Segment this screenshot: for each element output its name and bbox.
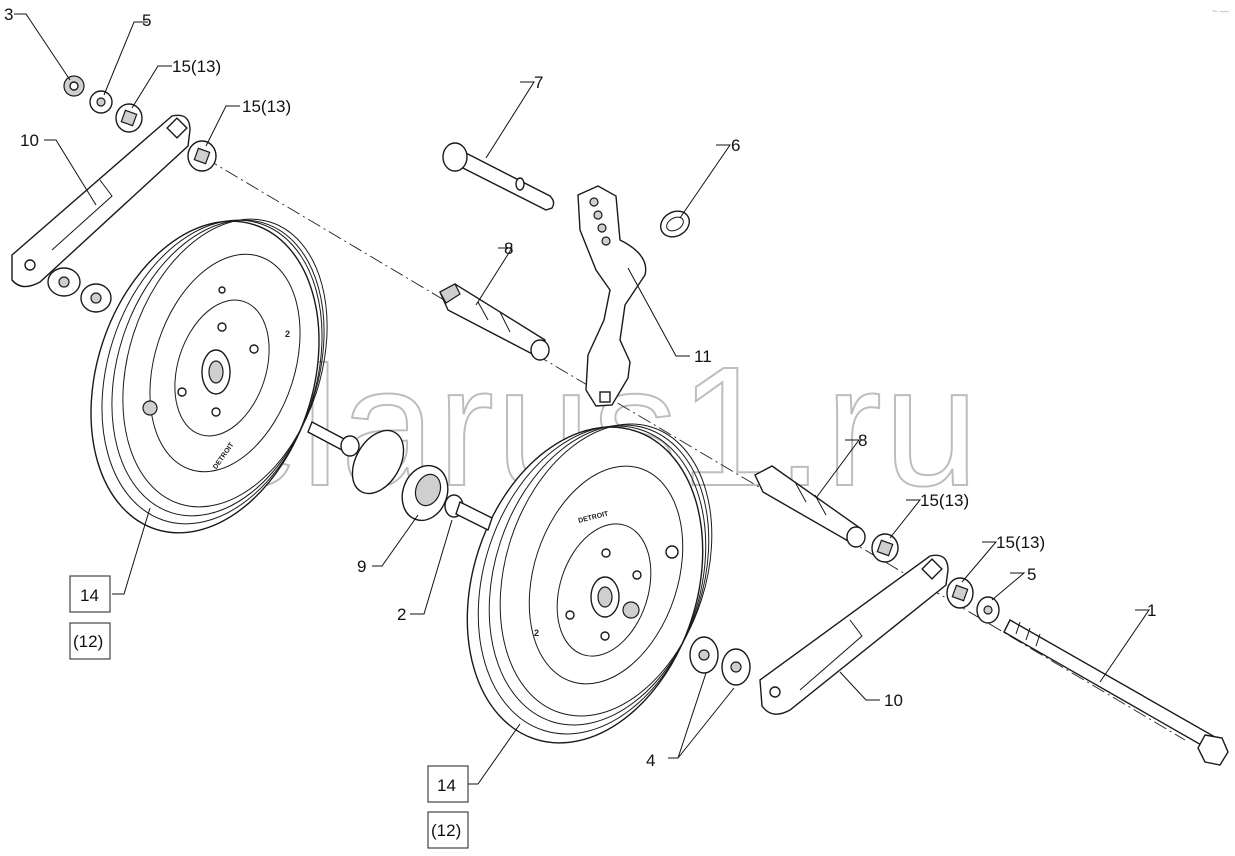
- label-14-left: 14: [80, 586, 99, 605]
- center-axis: [204, 157, 1186, 741]
- label-15-13-d: 15(13): [996, 533, 1045, 552]
- right-wheel: 2 DETROIT: [466, 423, 713, 744]
- label-12-right: (12): [431, 821, 461, 840]
- bracket-11: [577, 185, 647, 407]
- label-10-right: 10: [884, 691, 903, 710]
- box-12-right: [427, 811, 469, 849]
- label-5-top: 5: [142, 11, 151, 30]
- label-15-13-a: 15(13): [172, 57, 221, 76]
- spacer-8-right: [754, 465, 866, 548]
- label-5-right: 5: [1027, 565, 1036, 584]
- label-7: 7: [534, 73, 543, 92]
- bolt-left: [307, 421, 360, 457]
- spacer-8-top: [439, 283, 550, 361]
- label-2: 2: [397, 605, 406, 624]
- long-bolt-1: [1003, 619, 1229, 766]
- clip-6: [659, 210, 691, 238]
- label-4: 4: [646, 751, 655, 770]
- label-9: 9: [357, 557, 366, 576]
- washer-5-top: [89, 90, 113, 114]
- pin-7: [442, 142, 555, 211]
- label-10-left: 10: [20, 131, 39, 150]
- label-15-13-b: 15(13): [242, 97, 291, 116]
- bushing-15-d: [946, 577, 974, 609]
- bushing-15-b: [187, 140, 217, 172]
- left-wheel-number: 2: [285, 329, 290, 339]
- washer-5-right: [976, 596, 1000, 624]
- box-14-left: [69, 575, 111, 613]
- box-12-left: [69, 622, 111, 660]
- right-arm: [759, 554, 949, 715]
- label-15-13-c: 15(13): [920, 491, 969, 510]
- leader-lines: [14, 13, 1150, 785]
- nut-3: [63, 75, 85, 97]
- dust-cap: [351, 429, 405, 495]
- bushing-15-c: [871, 533, 899, 563]
- right-wheel-number: 2: [534, 628, 539, 638]
- label-11: 11: [694, 347, 712, 366]
- box-14-right: [427, 765, 469, 803]
- left-arm: [11, 114, 191, 288]
- left-wheel: 2 DETROIT: [90, 218, 328, 534]
- label-6: 6: [731, 136, 740, 155]
- bushing-15-a: [115, 103, 143, 133]
- seal-9: [401, 464, 449, 522]
- label-8-top: 8: [504, 239, 513, 258]
- label-8-right: 8: [858, 431, 867, 450]
- label-12-left: (12): [73, 632, 103, 651]
- corner-mark: ~ —: [1212, 6, 1229, 16]
- bolt-2: [444, 494, 493, 531]
- label-1: 1: [1147, 601, 1156, 620]
- label-14-right: 14: [437, 776, 456, 795]
- label-3: 3: [4, 5, 13, 24]
